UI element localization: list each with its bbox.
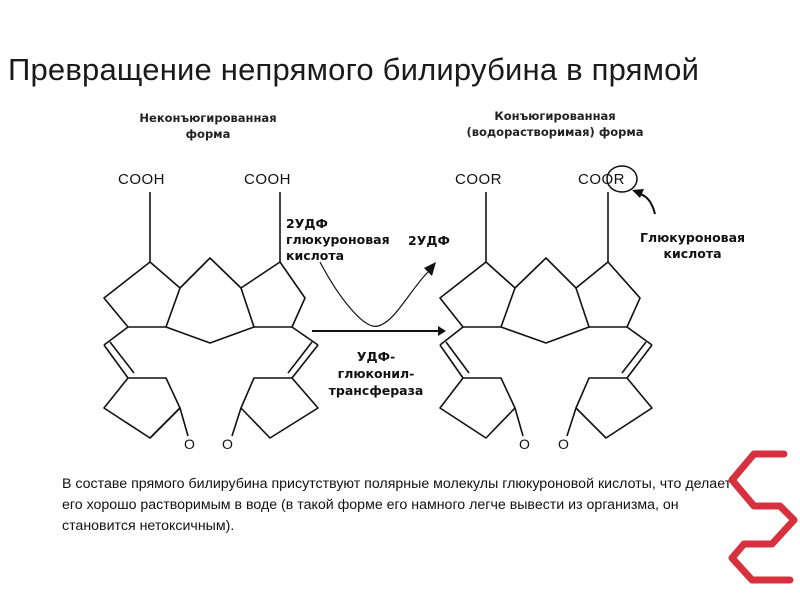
enzyme-line2: глюконил-	[337, 366, 415, 381]
oxygen-label-2: O	[222, 436, 233, 452]
reagent-line3: кислота	[286, 248, 345, 263]
curved-arrowhead	[424, 262, 436, 276]
description-text: В составе прямого билирубина присутствую…	[62, 476, 732, 534]
brand-logo-icon	[728, 450, 798, 584]
conjugated-bilirubin-structure	[439, 192, 653, 439]
cooh-label-1: COOH	[118, 171, 165, 188]
slide-title: Превращение непрямого билирубина в прямо…	[8, 52, 700, 87]
coor-label-1: COOR	[455, 171, 502, 188]
glucuronic-acid-label: Глюкуроновая кислота	[640, 230, 745, 262]
glucuronic-line2: кислота	[663, 246, 722, 261]
conjugated-form-label: Конъюгированная (водорастворимая) форма	[440, 108, 670, 140]
glucuronic-pointer	[639, 193, 656, 215]
product-label: 2УДФ	[408, 233, 450, 248]
unconjugated-line1: Неконъюгированная	[139, 111, 277, 125]
reagent-line2: глюкуроновая	[286, 232, 390, 247]
enzyme-label: УДФ- глюконил- трансфераза	[326, 348, 426, 399]
reagent-label: 2УДФ глюкуроновая кислота	[286, 216, 390, 264]
enzyme-line3: трансфераза	[328, 383, 424, 398]
oxygen-label-3: O	[519, 436, 530, 452]
pointer-arrowhead	[632, 189, 644, 198]
reaction-arrowhead	[438, 326, 446, 336]
oxygen-label-4: O	[558, 436, 569, 452]
unconjugated-bilirubin-structure	[103, 192, 319, 439]
curved-arrow	[319, 261, 429, 327]
enzyme-line1: УДФ-	[356, 349, 396, 364]
cooh-label-2: COOH	[244, 171, 291, 188]
conjugated-line2: (водорастворимая) форма	[466, 125, 644, 139]
coor-label-2: COOR	[578, 171, 625, 188]
unconjugated-form-label: Неконъюгированная форма	[108, 110, 308, 142]
reagent-line1: 2УДФ	[286, 216, 328, 231]
conjugated-line1: Конъюгированная	[494, 109, 616, 123]
glucuronic-line1: Глюкуроновая	[640, 230, 746, 245]
unconjugated-line2: форма	[185, 127, 231, 141]
oxygen-label-1: O	[184, 436, 195, 452]
glucuronic-circle	[606, 165, 638, 193]
